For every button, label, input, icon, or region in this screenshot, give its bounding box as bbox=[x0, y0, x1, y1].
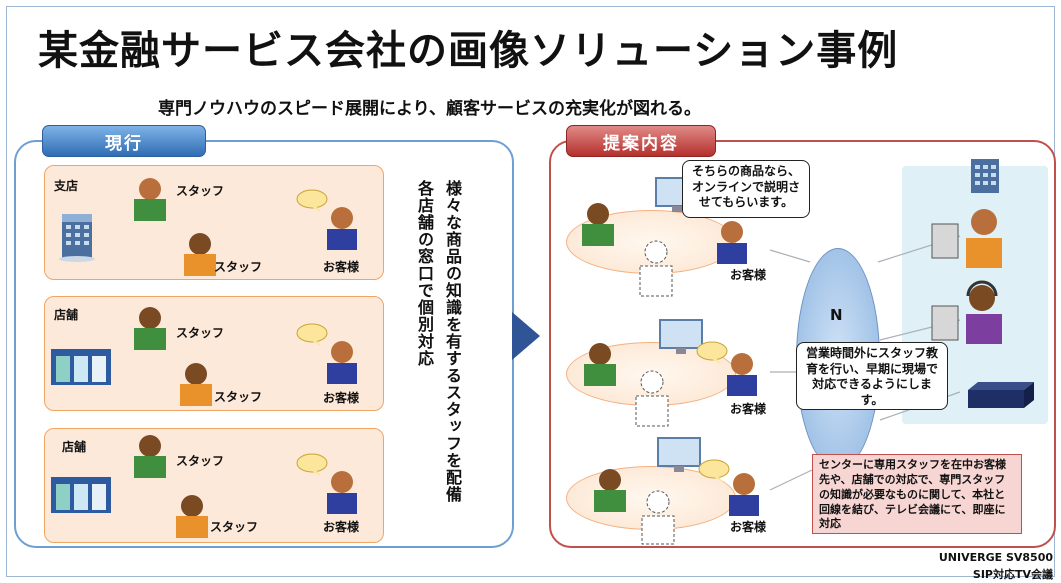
staff-person-icon bbox=[176, 495, 208, 538]
customer-person-icon bbox=[717, 221, 747, 264]
customer-label: お客様 bbox=[323, 260, 360, 274]
staff-label: スタッフ bbox=[214, 260, 263, 274]
headquarters-building-icon bbox=[971, 159, 999, 193]
transition-arrow-icon bbox=[512, 312, 540, 360]
product-subname: SIP対応TV会議 bbox=[972, 568, 1053, 581]
server-appliance-icon bbox=[968, 382, 1034, 408]
customer-person-icon bbox=[327, 207, 357, 250]
monitor-icon bbox=[657, 437, 701, 472]
customer-person-icon bbox=[727, 353, 757, 396]
staff-person-icon bbox=[180, 363, 212, 406]
shop-front-icon bbox=[51, 477, 111, 513]
speech-bubble-icon bbox=[296, 189, 328, 213]
customer-person-icon bbox=[729, 473, 759, 516]
branch-label-3: 店舗 bbox=[62, 440, 87, 454]
speech-bubble-top: そちらの商品なら、オンラインで説明させてもらいます。 bbox=[682, 160, 810, 218]
staff-person-icon bbox=[134, 307, 166, 350]
vertical-text-staff: 様々な商品の知識を有するスタッフを配備 bbox=[443, 180, 462, 503]
staff-person-icon bbox=[594, 469, 626, 512]
branch-label-1: 支店 bbox=[54, 179, 79, 193]
staff-label: スタッフ bbox=[176, 454, 225, 468]
speech-bubble-icon bbox=[296, 453, 328, 477]
customer-label: お客様 bbox=[323, 520, 360, 534]
staff-person-icon bbox=[134, 178, 166, 221]
staff-person-icon bbox=[184, 233, 216, 276]
customer-person-icon bbox=[327, 471, 357, 514]
slide-subtitle: 専門ノウハウのスピード展開により、顧客サービスの充実化が図れる。 bbox=[158, 99, 701, 119]
slide-title: 某金融サービス会社の画像ソリューション事例 bbox=[38, 28, 899, 74]
remote-person-icon bbox=[641, 490, 675, 545]
vertical-text-counter: 各店舗の窓口で個別対応 bbox=[415, 180, 434, 367]
staff-label: スタッフ bbox=[176, 184, 225, 198]
current-tab: 現行 bbox=[42, 125, 206, 157]
branch-label-2: 店舗 bbox=[54, 308, 79, 322]
customer-label: お客様 bbox=[730, 402, 767, 416]
staff-label: スタッフ bbox=[214, 390, 263, 404]
center-staff-monitor-icon bbox=[931, 209, 1002, 268]
speech-bubble-icon bbox=[696, 341, 728, 365]
center-operator-headset-icon bbox=[931, 280, 1002, 344]
speech-bubble-icon bbox=[698, 459, 730, 483]
office-building-icon bbox=[59, 214, 95, 262]
speech-bubble-icon bbox=[296, 323, 328, 347]
speech-bubble-center: 営業時間外にスタッフ教育を行い、早期に現場で対応できるようにします。 bbox=[796, 342, 948, 410]
staff-label: スタッフ bbox=[210, 520, 259, 534]
proposal-panel bbox=[549, 140, 1056, 548]
remote-person-icon bbox=[639, 240, 673, 297]
staff-label: スタッフ bbox=[176, 326, 225, 340]
customer-label: お客様 bbox=[730, 268, 767, 282]
network-label: N bbox=[830, 306, 843, 324]
customer-label: お客様 bbox=[730, 520, 767, 534]
customer-person-icon bbox=[327, 341, 357, 384]
customer-label: お客様 bbox=[323, 391, 360, 405]
product-name: UNIVERGE SV8500 bbox=[938, 551, 1053, 564]
proposal-tab: 提案内容 bbox=[566, 125, 716, 157]
shop-front-icon bbox=[51, 349, 111, 385]
staff-person-icon bbox=[584, 343, 616, 386]
staff-person-icon bbox=[134, 435, 166, 478]
staff-person-icon bbox=[582, 203, 614, 246]
monitor-icon bbox=[659, 319, 703, 354]
remote-person-icon bbox=[635, 370, 669, 427]
center-note-box: センターに専用スタッフを在中お客様先や、店舗での対応で、専門スタッフの知識が必要… bbox=[812, 454, 1022, 534]
